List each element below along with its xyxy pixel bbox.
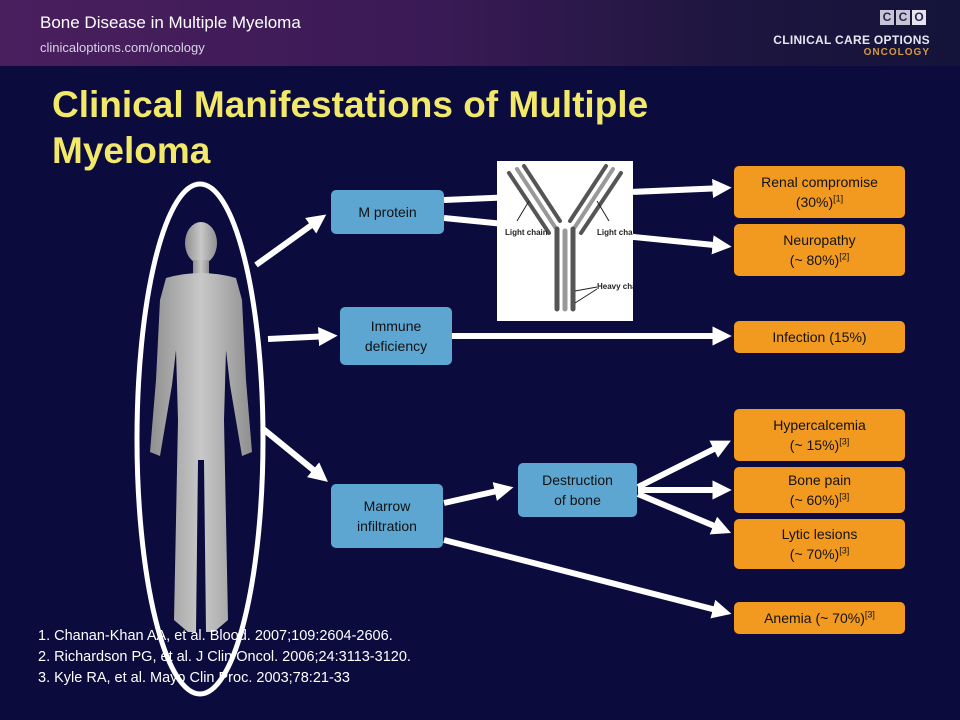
m-protein-box: M protein bbox=[331, 190, 444, 234]
logo-letter: C bbox=[896, 10, 910, 25]
renal-percent: (30%) bbox=[795, 194, 834, 210]
references-list: 1. Chanan-Khan AA, et al. Blood. 2007;10… bbox=[38, 626, 411, 689]
immune-label-line2: deficiency bbox=[364, 338, 428, 354]
bone-pain-ref: [3] bbox=[839, 491, 850, 502]
immune-label-line1: Immune bbox=[370, 318, 422, 334]
light-chain-label-left: Light chain bbox=[505, 228, 548, 237]
arrow-marrow-to-anemia bbox=[443, 537, 732, 619]
arrow-body-to-marrow bbox=[260, 425, 328, 482]
slide-title: Clinical Manifestations of Multiple Myel… bbox=[52, 84, 649, 171]
arrow-destruction-to-lytic bbox=[636, 491, 732, 535]
logo-letter: C bbox=[880, 10, 894, 25]
antibody-illustration: Light chain Light chain Heavy chains bbox=[497, 161, 649, 321]
arrow-body-to-m-protein bbox=[254, 214, 327, 268]
reference-item: 3. Kyle RA, et al. Mayo Clin Proc. 2003;… bbox=[38, 670, 350, 686]
lytic-label: Lytic lesions bbox=[781, 526, 858, 542]
lytic-ref: [3] bbox=[839, 545, 850, 556]
hypercalcemia-box: Hypercalcemia (~ 15%)[3] bbox=[734, 409, 905, 461]
infection-label: Infection (15%) bbox=[772, 329, 867, 345]
marrow-infiltration-box: Marrow infiltration bbox=[331, 484, 443, 548]
destruction-label-line2: of bone bbox=[554, 492, 601, 508]
heavy-chain-label: Heavy chains bbox=[597, 282, 633, 291]
logo-wordmark: CLINICAL CARE OPTIONS bbox=[773, 33, 930, 47]
hypercalcemia-ref: [3] bbox=[839, 436, 850, 447]
bone-pain-percent: (~ 60%) bbox=[789, 492, 840, 508]
anemia-ref: [3] bbox=[864, 609, 875, 620]
renal-label: Renal compromise bbox=[761, 174, 878, 190]
hypercalcemia-percent: (~ 15%) bbox=[789, 437, 840, 453]
lytic-lesions-box: Lytic lesions (~ 70%)[3] bbox=[734, 519, 905, 569]
body-ellipse bbox=[134, 181, 266, 697]
bone-pain-label: Bone pain bbox=[787, 472, 852, 488]
light-chain-label-right: Light chain bbox=[597, 228, 633, 237]
header-band: Bone Disease in Multiple Myeloma clinica… bbox=[0, 0, 960, 66]
reference-item: 2. Richardson PG, et al. J Clin Oncol. 2… bbox=[38, 649, 411, 665]
marrow-label-line2: infiltration bbox=[357, 518, 417, 534]
logo-subtitle: ONCOLOGY bbox=[863, 47, 930, 58]
hypercalcemia-label: Hypercalcemia bbox=[773, 417, 866, 433]
reference-item: 1. Chanan-Khan AA, et al. Blood. 2007;10… bbox=[38, 628, 393, 644]
neuropathy-ref: [2] bbox=[839, 251, 850, 262]
cco-logo-mark: C C O bbox=[880, 10, 926, 25]
presentation-title: Bone Disease in Multiple Myeloma bbox=[40, 13, 301, 32]
arrow-body-to-immune bbox=[267, 326, 338, 347]
arrow-marrow-to-destruction bbox=[443, 482, 514, 506]
antibody-icon: Light chain Light chain Heavy chains bbox=[505, 164, 649, 312]
arrow-destruction-to-hypercalcemia bbox=[636, 440, 731, 490]
bone-pain-box: Bone pain (~ 60%)[3] bbox=[734, 467, 905, 513]
m-protein-label: M protein bbox=[358, 204, 417, 220]
anemia-box: Anemia (~ 70%)[3] bbox=[734, 602, 905, 634]
logo-letter: O bbox=[912, 10, 926, 25]
renal-compromise-box: Renal compromise (30%)[1] bbox=[734, 166, 905, 218]
human-figure-icon bbox=[150, 222, 252, 632]
neuropathy-box: Neuropathy (~ 80%)[2] bbox=[734, 224, 905, 276]
immune-deficiency-box: Immune deficiency bbox=[340, 307, 452, 365]
lytic-percent: (~ 70%) bbox=[789, 546, 840, 562]
destruction-label-line1: Destruction bbox=[542, 472, 613, 488]
marrow-label-line1: Marrow bbox=[363, 498, 411, 514]
neuropathy-percent: (~ 80%) bbox=[789, 252, 840, 268]
neuropathy-label: Neuropathy bbox=[783, 232, 856, 248]
infection-box: Infection (15%) bbox=[734, 321, 905, 353]
anemia-label: Anemia (~ 70%) bbox=[764, 610, 865, 626]
presentation-url: clinicaloptions.com/oncology bbox=[40, 40, 205, 55]
renal-ref: [1] bbox=[833, 193, 844, 204]
destruction-of-bone-box: Destruction of bone bbox=[518, 463, 637, 517]
